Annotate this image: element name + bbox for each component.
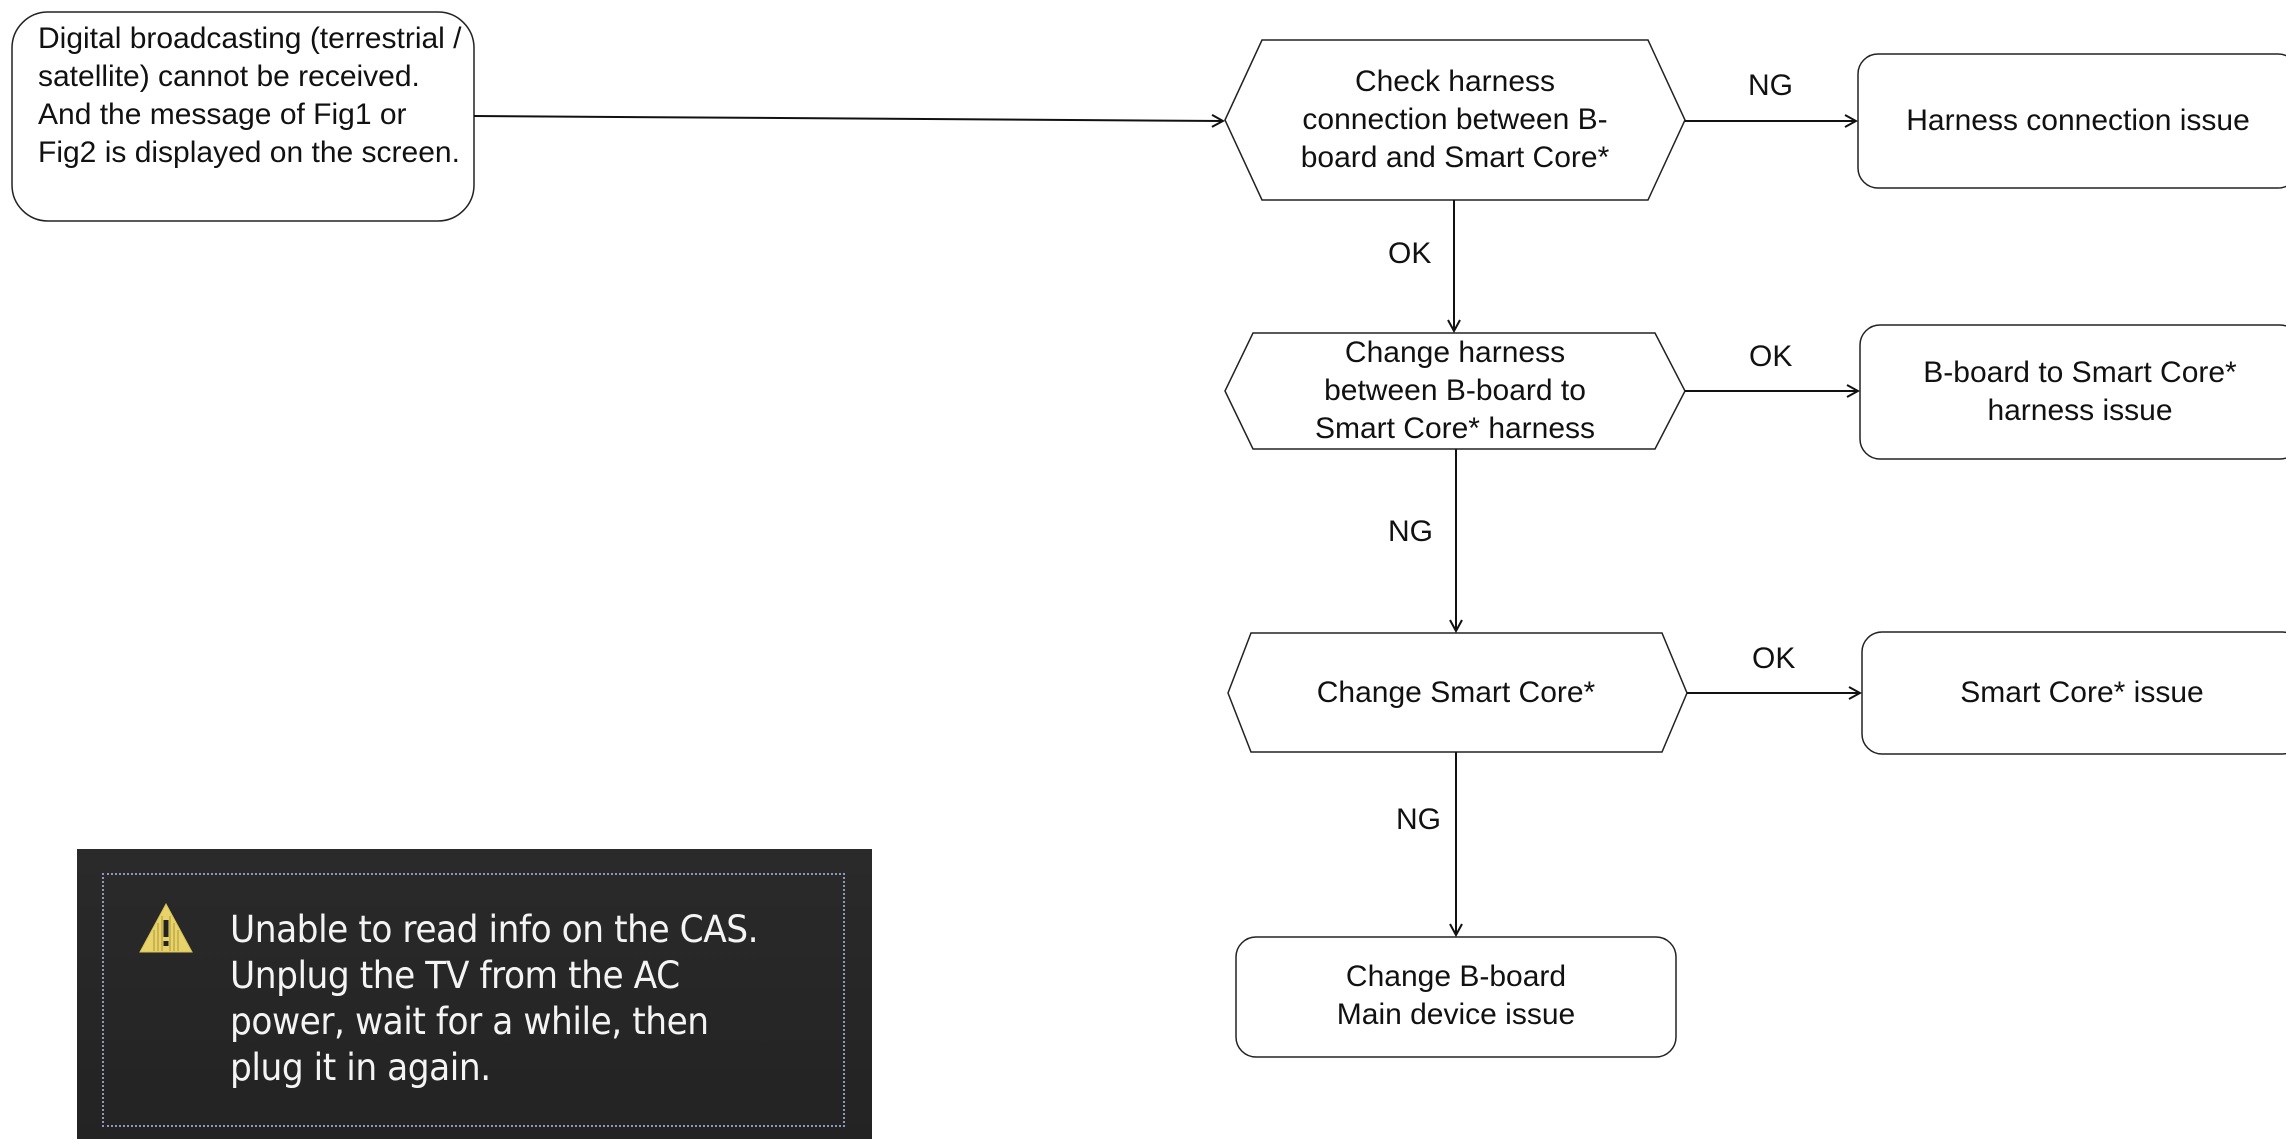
- check-ng-label: NG: [1748, 69, 1793, 102]
- change-smart-core-text: Change Smart Core*: [1316, 675, 1596, 709]
- change-smart-core-hexagon: [1227, 632, 1688, 753]
- start-box-text: Digital broadcasting (terrestrial / sate…: [38, 22, 462, 169]
- core-ng-label: NG: [1396, 803, 1441, 836]
- change-bboard-box: [1235, 936, 1677, 1058]
- smart-core-issue-text: Smart Core* issue: [1960, 676, 2204, 709]
- change-harness-text: Change harness between B-board to Smart …: [1314, 336, 1596, 445]
- main-device-issue-text: Main device issue: [1336, 998, 1576, 1031]
- harness-connection-issue-text: Harness connection issue: [1906, 104, 2250, 137]
- check-ok-label: OK: [1388, 237, 1432, 270]
- change-bboard-text: Change B-board: [1345, 960, 1567, 993]
- harness-ng-label: NG: [1388, 515, 1433, 548]
- core-ok-label: OK: [1752, 642, 1796, 675]
- start-to-check-arrow: [473, 116, 1223, 121]
- tv-message-text: Unable to read info on the CAS. Unplug t…: [230, 908, 759, 1089]
- check-harness-text: Check harness connection between B-board…: [1300, 65, 1610, 174]
- harness-ok-label: OK: [1749, 340, 1793, 373]
- smart-core-issue-box: [1861, 631, 2286, 755]
- tv-message-frame: [102, 873, 845, 1127]
- bboard-harness-issue-box: [1859, 324, 2286, 460]
- change-harness-hexagon: [1224, 332, 1686, 450]
- warning-icon: [139, 902, 193, 953]
- harness-connection-issue-box: [1857, 53, 2286, 189]
- bboard-harness-issue-text: B-board to Smart Core* harness issue: [1923, 356, 2237, 427]
- tv-message-screen: Unable to read info on the CAS. Unplug t…: [77, 849, 872, 1139]
